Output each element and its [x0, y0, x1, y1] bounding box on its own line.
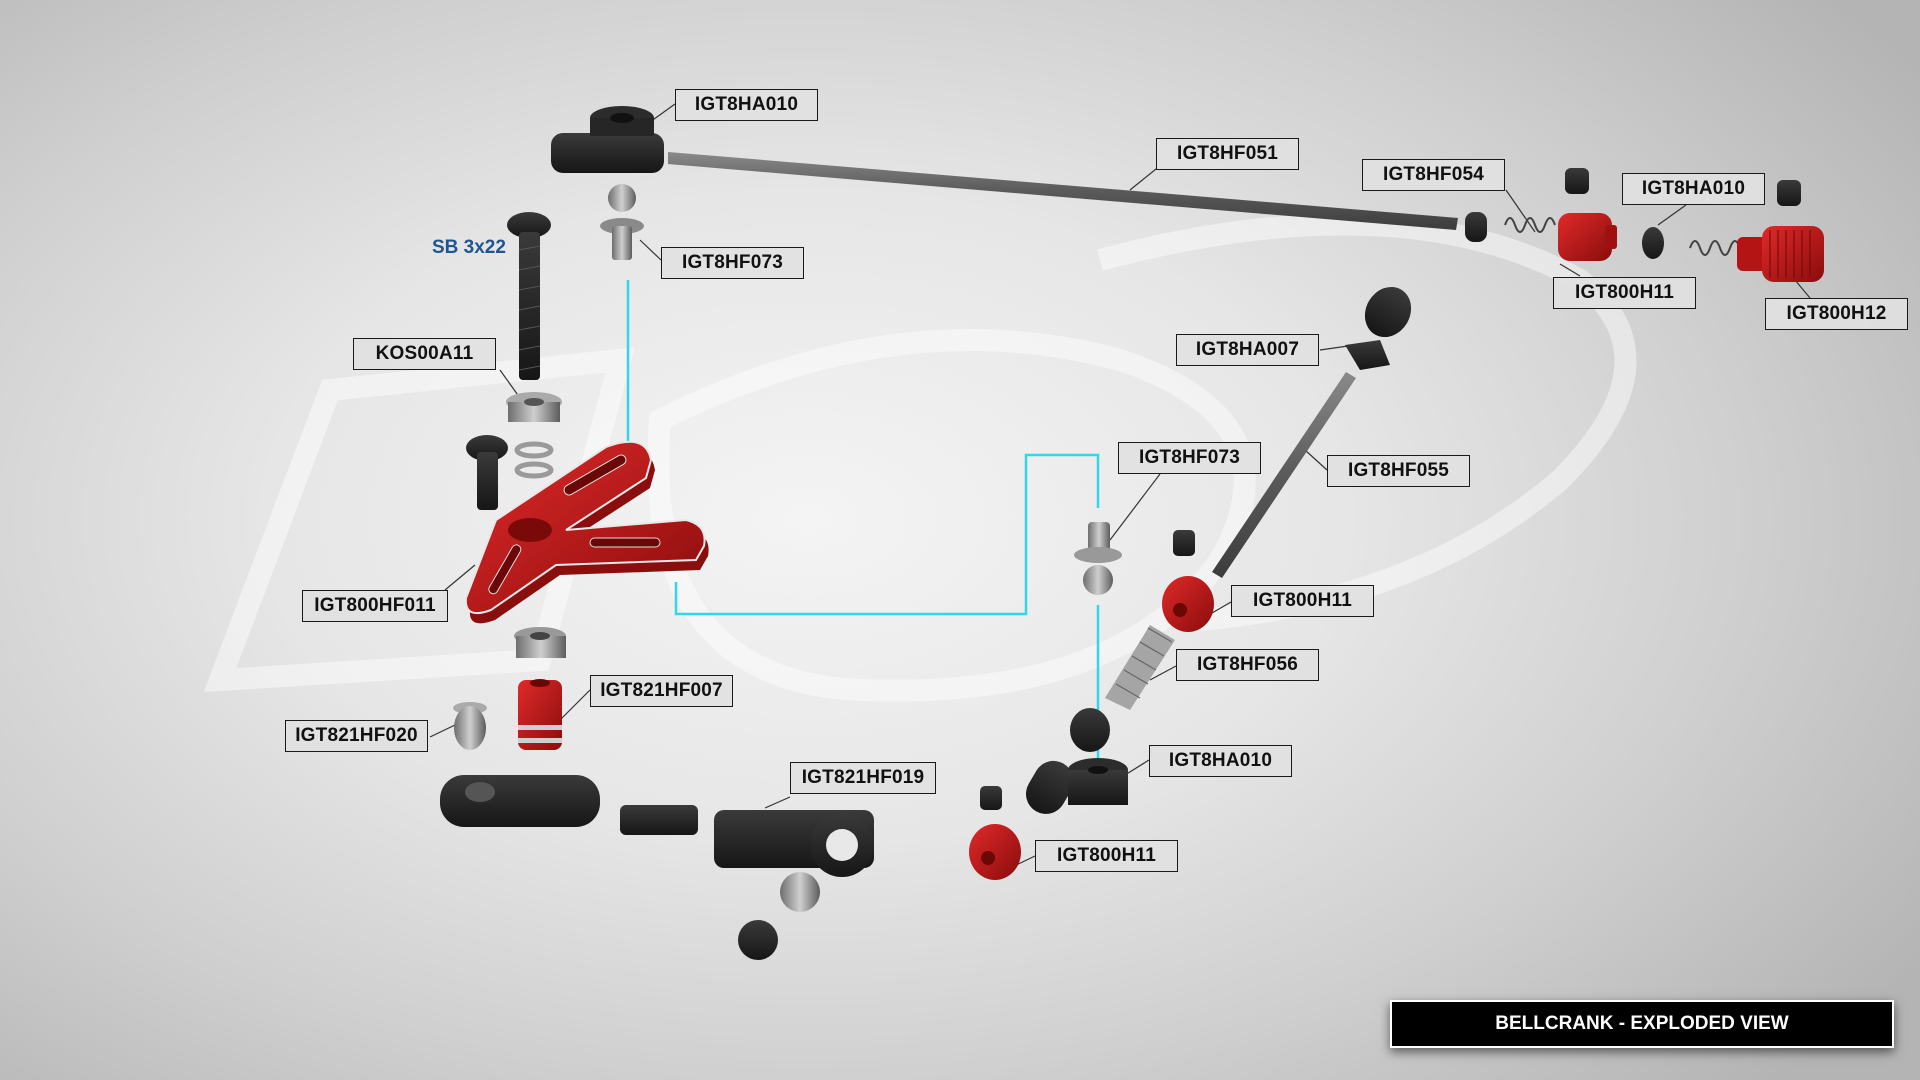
diagonal-rod-part	[1212, 372, 1356, 578]
leader-lines	[429, 103, 1811, 869]
ball-stud-part	[1074, 522, 1122, 595]
ball-stud-part	[600, 184, 644, 260]
part-label-long-rod[interactable]: IGT8HF051	[1156, 138, 1299, 170]
long-rod-part	[668, 152, 1487, 242]
part-label-collar-top-right[interactable]: IGT800H11	[1553, 277, 1696, 309]
part-label-diagonal-rod[interactable]: IGT8HF055	[1327, 455, 1470, 487]
bellcrank-arm-part	[464, 440, 709, 624]
set-screw	[1173, 530, 1195, 556]
part-label-ball-stud-top[interactable]: IGT8HF073	[661, 247, 804, 279]
part-label-ball-end-top[interactable]: IGT8HA010	[675, 89, 818, 121]
collar-red-part	[1162, 576, 1214, 632]
collar-red-part	[1558, 213, 1617, 261]
screw-callout-label: SB 3x22	[432, 237, 506, 258]
spacer-red-part	[518, 679, 562, 750]
ball-end-top-part	[551, 106, 664, 173]
short-screw-part	[466, 435, 508, 510]
rod-end-link-part	[440, 775, 874, 877]
spring-icon	[1504, 217, 1741, 256]
part-label-spring-diagonal[interactable]: IGT8HF056	[1176, 649, 1319, 681]
part-label-ball-left[interactable]: IGT821HF020	[285, 720, 428, 752]
part-label-ball-end-right[interactable]: IGT8HA010	[1622, 173, 1765, 205]
knurled-collar-part	[1737, 226, 1824, 282]
ball-cup-part	[1642, 227, 1664, 259]
collar-red-part	[969, 824, 1021, 880]
ball-end-angled-part	[1345, 286, 1412, 370]
set-screw	[1565, 168, 1589, 194]
part-label-ball-end-bottom[interactable]: IGT8HA010	[1149, 745, 1292, 777]
part-label-collar-middle[interactable]: IGT800H11	[1231, 585, 1374, 617]
part-label-spacer-red[interactable]: IGT821HF007	[590, 675, 733, 707]
part-label-knurled-collar[interactable]: IGT800H12	[1765, 298, 1908, 330]
part-label-rod-end-link[interactable]: IGT821HF019	[790, 762, 936, 794]
part-label-bellcrank-arm[interactable]: IGT800HF011	[302, 590, 448, 622]
part-label-collar-bottom[interactable]: IGT800H11	[1035, 840, 1178, 872]
part-label-ball-end-angled[interactable]: IGT8HA007	[1176, 334, 1319, 366]
washer	[514, 461, 554, 479]
spring-diagonal-part	[1105, 625, 1175, 710]
screw-part	[738, 920, 778, 960]
washer	[514, 441, 554, 459]
set-screw	[1777, 180, 1801, 206]
set-screw	[980, 786, 1002, 810]
ball-end-bottom-part	[1026, 708, 1128, 814]
part-label-bushing-top[interactable]: KOS00A11	[353, 338, 496, 370]
bushing-part	[514, 627, 566, 658]
diagram-title-bar: BELLCRANK - EXPLODED VIEW	[1390, 1000, 1894, 1048]
ball-part	[453, 702, 487, 750]
nut-part	[780, 872, 820, 912]
long-screw-part	[507, 212, 551, 380]
bushing-part	[506, 392, 562, 422]
part-label-ball-stud-middle[interactable]: IGT8HF073	[1118, 442, 1261, 474]
diagram-title: BELLCRANK - EXPLODED VIEW	[1495, 1013, 1789, 1034]
part-label-spring-right[interactable]: IGT8HF054	[1362, 159, 1505, 191]
